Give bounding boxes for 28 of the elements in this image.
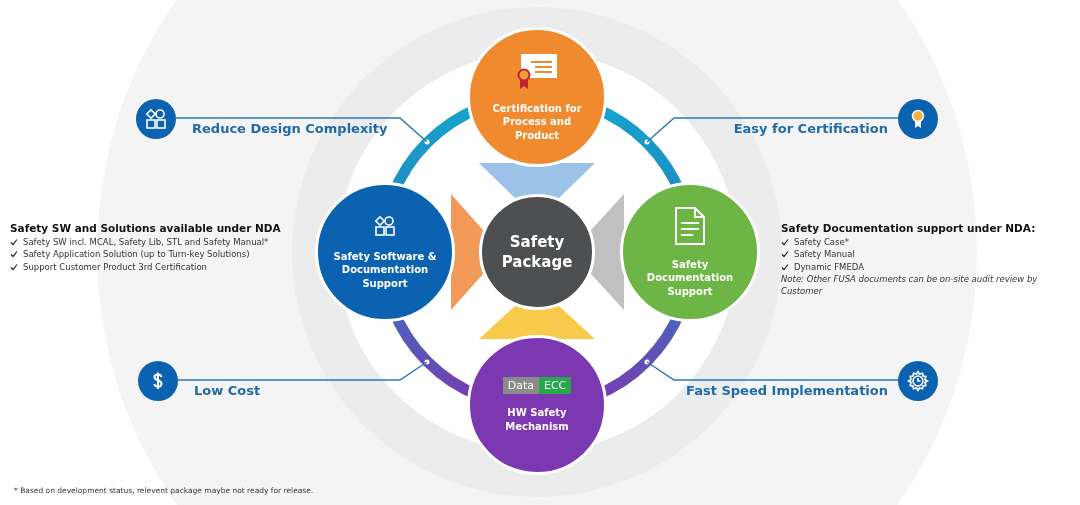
tag-label: ECC: [538, 377, 572, 394]
gradient-beam-connector: [451, 194, 483, 310]
circle-label: Certification for Process and Product: [491, 101, 583, 143]
bullet-text: Safety Application Solution (up to Turn-key Solutions): [23, 248, 250, 261]
leader-line: [646, 361, 899, 381]
benefit-label: Fast Speed Implementation: [686, 383, 888, 398]
gradient-beam-connector: [479, 306, 595, 339]
bullet-text: Dynamic FMEDA: [794, 260, 864, 273]
bullet-text: Safety Case*: [794, 236, 849, 249]
bullet-text: Support Customer Product 3rd Certification: [23, 260, 207, 273]
bullet-text: Safety SW incl. MCAL, Safety Lib, STL and Safety Manual*: [23, 236, 269, 249]
circle-label: Safety Documentation Support: [645, 257, 735, 299]
benefit-label: Easy for Certification: [733, 121, 888, 136]
leader-line: [177, 361, 428, 381]
circle-label: Safety Software & Documentation Support: [332, 249, 438, 291]
gradient-beam-connector: [479, 163, 595, 198]
bullet-text: Safety Manual: [794, 248, 855, 261]
leader-line: [646, 117, 899, 143]
note-text: Note: Other FUSA documents can be on-site audit review by Customer: [781, 272, 1039, 298]
circle-label: HW Safety Mechanism: [504, 406, 570, 433]
hub-label: Safety Package: [500, 231, 574, 273]
gradient-beam-connector: [591, 194, 624, 310]
benefit-label: Reduce Design Complexity: [192, 121, 388, 136]
leader-line: [175, 117, 428, 143]
note-heading: Safety Documentation support under NDA:: [781, 222, 1037, 234]
benefit-label: Low Cost: [194, 383, 261, 398]
tag-label: Data: [502, 377, 539, 394]
note-heading: Safety SW and Solutions available under NDA: [10, 222, 282, 234]
